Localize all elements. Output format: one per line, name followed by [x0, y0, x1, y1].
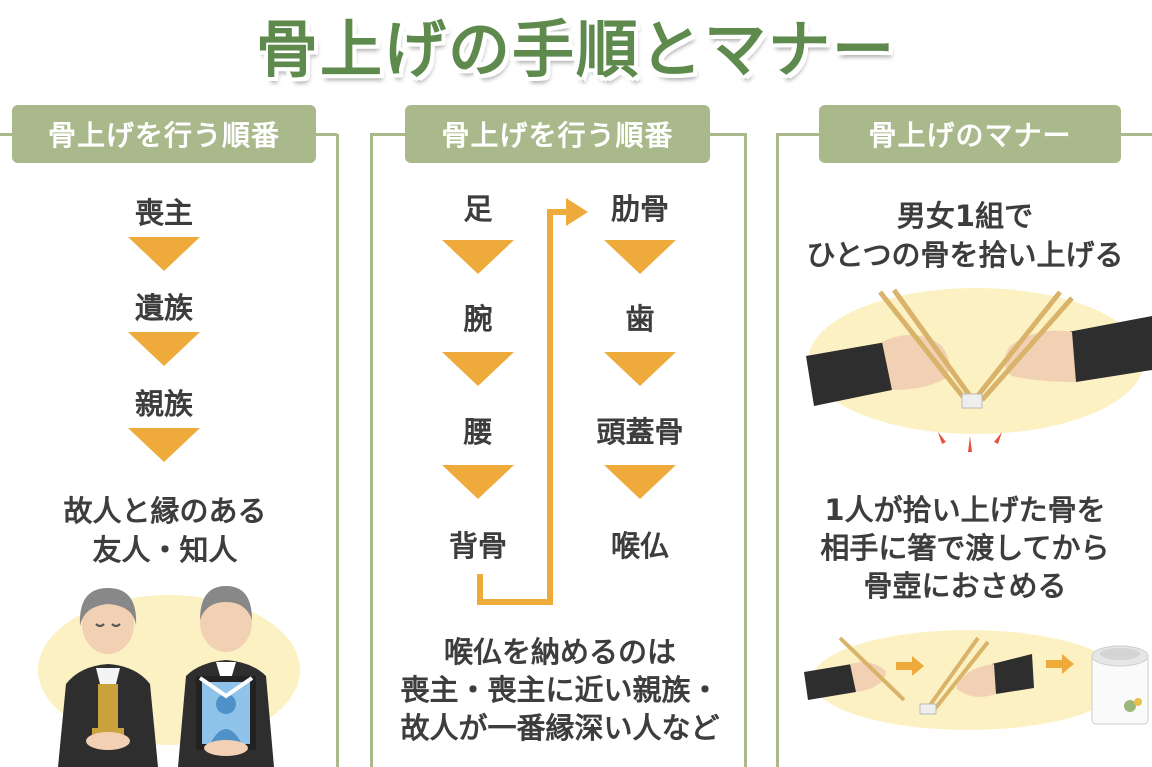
step-friends-line1: 故人と縁のある: [63, 494, 267, 528]
hand-one-icon: [804, 636, 906, 702]
bone-spine: 背骨: [448, 529, 507, 563]
step-chief-mourner: 喪主: [134, 196, 193, 230]
rule1-line2: ひとつの骨を拾い上げる: [806, 238, 1124, 272]
hand-two-icon: [919, 636, 1034, 715]
col1-label: 骨上げを行う順番: [12, 105, 316, 163]
rule2-line3: 骨壺におさめる: [863, 569, 1067, 603]
arrow-down: [128, 237, 200, 271]
col3-left-border: [776, 134, 779, 767]
step-friends-line2: 友人・知人: [92, 533, 238, 567]
urn-icon: [1091, 645, 1149, 725]
left-arm-icon: [806, 334, 950, 406]
arrow-right-icon: [896, 656, 924, 676]
arrow-right-icon: [1046, 654, 1074, 674]
note-line2: 喪主・喪主に近い親族・: [400, 673, 720, 707]
woman-mourner-icon: [58, 588, 158, 767]
man-mourner-icon: [178, 586, 274, 767]
flow-connector-arrow: [477, 198, 588, 605]
rule2-line1: 1人が拾い上げた骨を: [824, 493, 1106, 527]
arrow-down: [604, 465, 676, 499]
urn-transfer-illustration: [804, 636, 1149, 725]
bone-arms: 腕: [463, 302, 493, 336]
col2-right-border: [744, 134, 747, 767]
rule2-line2: 相手に箸で渡してから: [820, 531, 1110, 565]
arrow-down: [604, 240, 676, 274]
note-line1: 喉仏を納めるのは: [443, 635, 676, 669]
col3-label: 骨上げのマナー: [819, 105, 1121, 163]
bone-skull: 頭蓋骨: [596, 415, 684, 449]
chopsticks-pass-illustration: [806, 288, 1152, 452]
arrow-down: [442, 465, 514, 499]
col2-label: 骨上げを行う順番: [405, 105, 710, 163]
col2-left-border: [370, 134, 373, 767]
step-family: 遺族: [134, 291, 193, 325]
arrow-down: [128, 332, 200, 366]
bone-feet: 足: [463, 192, 493, 226]
bone-adams-apple: 喉仏: [610, 529, 669, 563]
page-title: 骨上げの手順とマナー: [0, 4, 1152, 86]
bone-ribs: 肋骨: [610, 192, 669, 226]
bone-teeth: 歯: [625, 302, 655, 336]
mourners-illustration: [58, 586, 274, 767]
col1-divider: [336, 134, 339, 767]
arrow-down: [128, 428, 200, 462]
title-text: 骨上げの手順とマナー: [255, 13, 896, 86]
arrow-down: [442, 240, 514, 274]
note-line3: 故人が一番縁深い人など: [400, 711, 720, 745]
arrow-down: [604, 352, 676, 386]
rule1-line1: 男女1組で: [896, 199, 1034, 233]
arrow-down: [442, 352, 514, 386]
bone-hips: 腰: [463, 415, 493, 449]
chopsticks-icon: [878, 288, 1074, 402]
step-relatives: 親族: [134, 387, 193, 421]
